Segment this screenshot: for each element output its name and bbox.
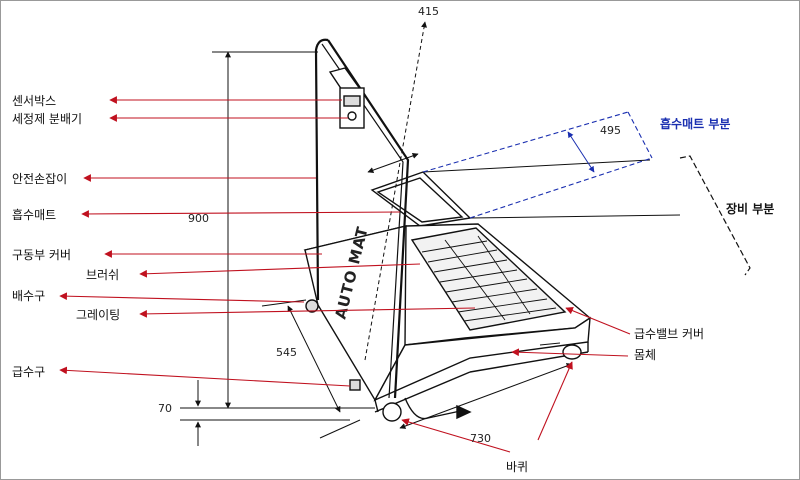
label-drain-port: 배수구 xyxy=(12,289,45,303)
handle-left-post xyxy=(314,38,329,301)
mat-section-outline xyxy=(422,111,653,219)
label-sensor-box: 센서박스 xyxy=(12,94,56,108)
label-absorbent-mat: 흡수매트 xyxy=(12,208,56,222)
label-brush: 브러쉬 xyxy=(86,268,119,282)
label-valve-cover: 급수밸브 커버 xyxy=(634,327,704,341)
label-equipment-section: 장비 부분 xyxy=(726,201,774,216)
grating-area xyxy=(410,227,567,331)
dimension-900: 900 xyxy=(188,212,209,225)
label-water-inlet: 급수구 xyxy=(12,365,45,379)
label-body: 몸체 xyxy=(634,348,656,362)
label-safety-handle: 안전손잡이 xyxy=(12,172,67,186)
label-drive-cover: 구동부 커버 xyxy=(12,248,71,262)
label-detergent-dispenser: 세정제 분배기 xyxy=(12,112,82,126)
dimension-70: 70 xyxy=(158,402,172,415)
rear-wheel xyxy=(562,344,582,360)
dimension-415: 415 xyxy=(418,5,439,18)
dimension-495: 495 xyxy=(600,124,621,137)
dimension-545: 545 xyxy=(276,346,297,359)
sensor-box-shape xyxy=(339,87,365,129)
grating-slots xyxy=(421,235,557,322)
dimension-lines xyxy=(180,21,573,446)
machine-drawing xyxy=(261,38,681,422)
mat-width-dimension xyxy=(567,131,595,173)
front-wheel xyxy=(382,402,402,422)
callout-arrows xyxy=(59,96,631,453)
label-mat-section: 흡수매트 부분 xyxy=(660,116,730,131)
label-grating: 그레이팅 xyxy=(76,308,120,322)
equipment-bracket xyxy=(679,155,751,276)
dimension-730: 730 xyxy=(470,432,491,445)
label-wheel: 바퀴 xyxy=(506,460,528,474)
